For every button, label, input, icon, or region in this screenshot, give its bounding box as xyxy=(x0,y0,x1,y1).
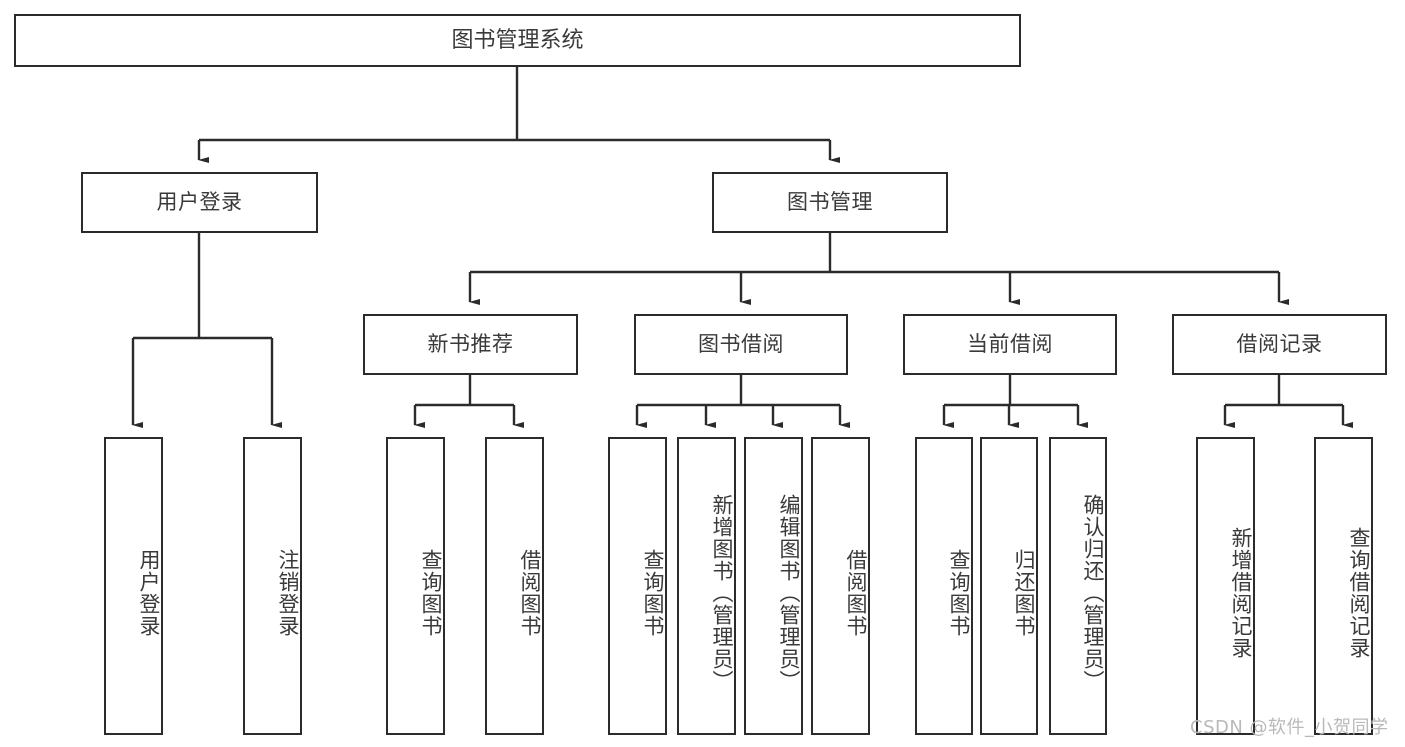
node-label: 查询图书 xyxy=(419,549,443,637)
node-label: 查询借阅记录 xyxy=(1347,527,1371,659)
node-label: 新书推荐 xyxy=(427,332,514,357)
node-label: 图书管理系统 xyxy=(451,27,584,53)
watermark: CSDN @软件_小贺同学 xyxy=(1190,717,1389,738)
leaf-borrow-borrow-book[interactable]: 借阅图书 xyxy=(811,437,870,735)
leaf-borrow-query-book[interactable]: 查询图书 xyxy=(608,437,667,735)
node-label: 注销登录 xyxy=(276,549,300,637)
node-label: 确认归还（管理员） xyxy=(1081,494,1105,692)
node-label: 新增图书（管理员） xyxy=(710,494,734,692)
leaf-current-query-book[interactable]: 查询图书 xyxy=(915,437,973,735)
node-user-login[interactable]: 用户登录 xyxy=(81,172,318,233)
node-book-management[interactable]: 图书管理 xyxy=(712,172,948,233)
leaf-user-login-login[interactable]: 用户登录 xyxy=(104,437,163,735)
node-label: 编辑图书（管理员） xyxy=(777,494,801,692)
leaf-borrow-edit-book[interactable]: 编辑图书（管理员） xyxy=(744,437,803,735)
leaf-recommend-borrow-book[interactable]: 借阅图书 xyxy=(485,437,544,735)
leaf-record-add-record[interactable]: 新增借阅记录 xyxy=(1196,437,1255,735)
node-label: 用户登录 xyxy=(156,190,243,215)
node-root-system[interactable]: 图书管理系统 xyxy=(14,14,1021,67)
leaf-borrow-add-book[interactable]: 新增图书（管理员） xyxy=(677,437,736,735)
node-label: 当前借阅 xyxy=(967,332,1053,357)
node-label: 用户登录 xyxy=(137,549,161,637)
node-label: 借阅图书 xyxy=(518,549,542,637)
node-label: 借阅记录 xyxy=(1236,332,1323,357)
node-label: 图书管理 xyxy=(787,190,873,215)
node-label: 图书借阅 xyxy=(698,332,784,357)
node-label: 归还图书 xyxy=(1012,549,1036,637)
leaf-recommend-query-book[interactable]: 查询图书 xyxy=(386,437,445,735)
node-book-borrow[interactable]: 图书借阅 xyxy=(634,314,848,375)
leaf-user-login-logout[interactable]: 注销登录 xyxy=(243,437,302,735)
node-current-borrow[interactable]: 当前借阅 xyxy=(903,314,1117,375)
leaf-current-confirm-return[interactable]: 确认归还（管理员） xyxy=(1049,437,1107,735)
node-borrow-record[interactable]: 借阅记录 xyxy=(1172,314,1387,375)
node-label: 查询图书 xyxy=(947,549,971,637)
leaf-current-return-book[interactable]: 归还图书 xyxy=(980,437,1038,735)
node-label: 借阅图书 xyxy=(844,549,868,637)
node-new-book-recommend[interactable]: 新书推荐 xyxy=(363,314,578,375)
leaf-record-query-record[interactable]: 查询借阅记录 xyxy=(1314,437,1373,735)
node-label: 查询图书 xyxy=(641,549,665,637)
node-label: 新增借阅记录 xyxy=(1229,527,1253,659)
